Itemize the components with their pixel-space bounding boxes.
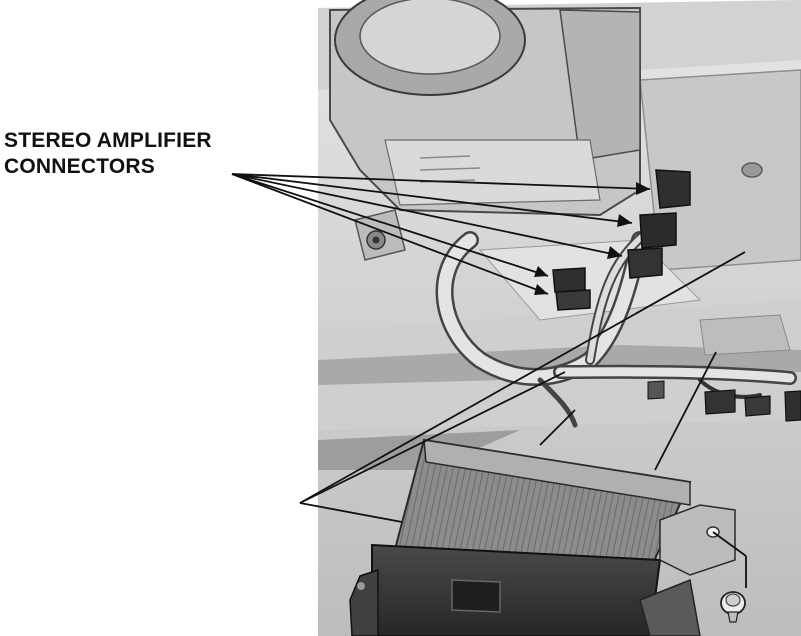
wire-harness	[435, 225, 797, 428]
leader-arrowheads	[534, 182, 650, 295]
callout-line-2: CONNECTORS	[4, 155, 155, 178]
mounting-bolt	[720, 591, 746, 623]
callout-line-1: STEREO AMPLIFIER	[4, 129, 212, 152]
leader-lines	[231, 173, 747, 588]
callout-label: STEREO AMPLIFIER CONNECTORS	[4, 128, 212, 180]
stereo-amplifier	[349, 438, 736, 636]
connectors	[552, 169, 801, 422]
speaker-housing	[329, 0, 641, 261]
